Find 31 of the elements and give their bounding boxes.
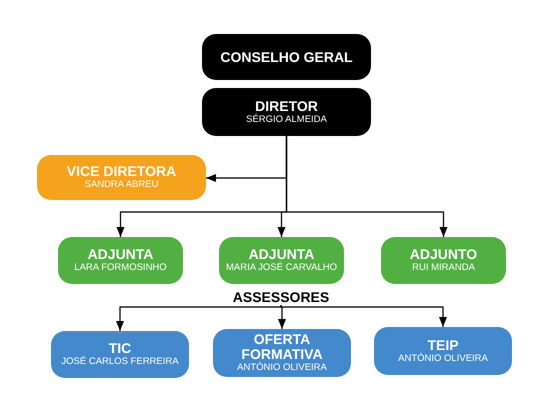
person-name: ANTÓNIO OLIVEIRA — [237, 362, 327, 374]
role-title: DIRETOR — [255, 98, 318, 114]
governance-box — [202, 88, 371, 136]
role-title: ADJUNTO — [410, 247, 478, 262]
person-name: LARA FORMOSINHO — [74, 262, 167, 274]
connector-arrow — [286, 136, 448, 237]
person-name: JOSÉ CARLOS FERREIRA — [61, 356, 179, 368]
role-box — [51, 331, 189, 378]
role-box — [219, 237, 344, 284]
person-name: SANDRA ABREU — [84, 179, 158, 191]
person-name: ANTÓNIO OLIVEIRA — [398, 352, 488, 364]
person-name: SÉRGIO ALMEIDA — [246, 114, 327, 126]
role-box — [374, 327, 512, 375]
role-box — [58, 237, 183, 284]
role-box — [37, 155, 206, 200]
role-title: ADJUNTA — [88, 247, 154, 262]
heading-text: ASSESSORES — [232, 290, 330, 304]
role-title: CONSELHO GERAL — [220, 50, 353, 64]
person-name: RUI MIRANDA — [412, 262, 475, 274]
role-title: TEIP — [427, 338, 459, 352]
person-name: MARIA JOSÉ CARVALHO — [226, 262, 338, 274]
governance-box — [202, 34, 371, 80]
role-title: VICE DIRETORA — [66, 164, 176, 179]
role-box — [213, 329, 351, 377]
connector-arrow — [280, 305, 447, 327]
role-title: TIC — [108, 341, 132, 356]
role-title: OFERTA FORMATIVA — [241, 332, 324, 362]
role-box — [381, 237, 506, 284]
connector-arrow — [278, 305, 286, 329]
connector-arrow — [116, 305, 282, 331]
role-title: ADJUNTA — [248, 247, 314, 262]
